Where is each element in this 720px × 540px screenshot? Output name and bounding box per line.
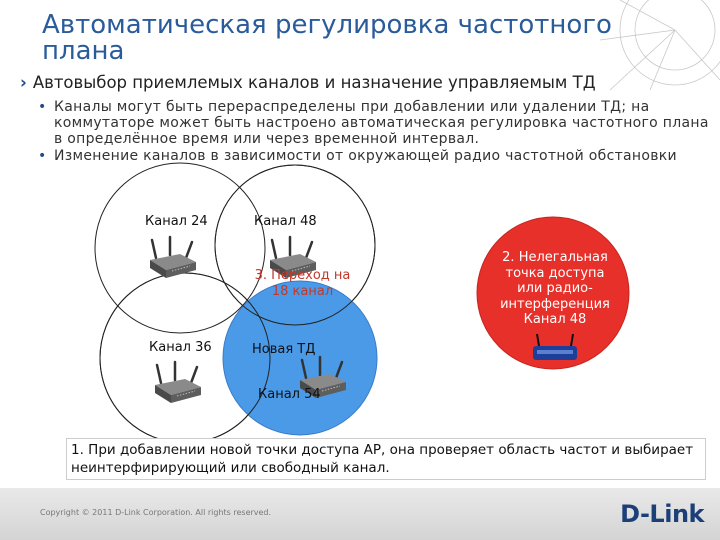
coverage-circle-new-ap — [222, 280, 378, 436]
label-channel-36: Канал 36 — [149, 340, 212, 355]
bullet-text: Каналы могут быть перераспределены при д… — [54, 99, 709, 147]
footer: Copyright © 2011 D-Link Corporation. All… — [0, 488, 720, 540]
rogue-router-icon — [533, 333, 577, 360]
label-new-ap: Новая ТД — [252, 342, 316, 357]
label-channel-48: Канал 48 — [254, 214, 317, 229]
access-point-icon — [148, 235, 198, 280]
chevron-right-icon: › — [20, 73, 27, 92]
coverage-circle-channel-24 — [94, 162, 266, 334]
note-box: 1. При добавлении новой точки доступа АР… — [66, 438, 706, 480]
d-link-logo: D-Link — [620, 500, 704, 528]
label-channel-24: Канал 24 — [145, 214, 208, 229]
label-channel-54: Канал 54 — [258, 387, 321, 402]
list-item: • Изменение каналов в зависимости от окру… — [38, 148, 710, 164]
label-step-3: 3. Переход на 18 канал — [254, 268, 351, 299]
subtitle: › Автовыбор приемлемых каналов и назначен… — [20, 73, 710, 92]
coverage-outline — [214, 164, 376, 326]
interference-circle — [476, 216, 630, 370]
list-item: • Каналы могут быть перераспределены при … — [38, 99, 710, 147]
copyright: Copyright © 2011 D-Link Corporation. All… — [40, 508, 272, 517]
access-point-icon — [153, 360, 203, 405]
bullet-icon: • — [38, 148, 47, 164]
bullet-icon: • — [38, 99, 47, 115]
label-interference: 2. Нелегальная точка доступа или радио- … — [500, 250, 610, 327]
bullet-text: Изменение каналов в зависимости от окруж… — [54, 148, 677, 164]
subtitle-text: Автовыбор приемлемых каналов и назначени… — [32, 73, 596, 92]
page-title: Автоматическая регулировка частотного пл… — [42, 10, 612, 66]
corner-decoration — [599, 0, 720, 90]
bullet-list: • Каналы могут быть перераспределены при … — [38, 99, 710, 165]
